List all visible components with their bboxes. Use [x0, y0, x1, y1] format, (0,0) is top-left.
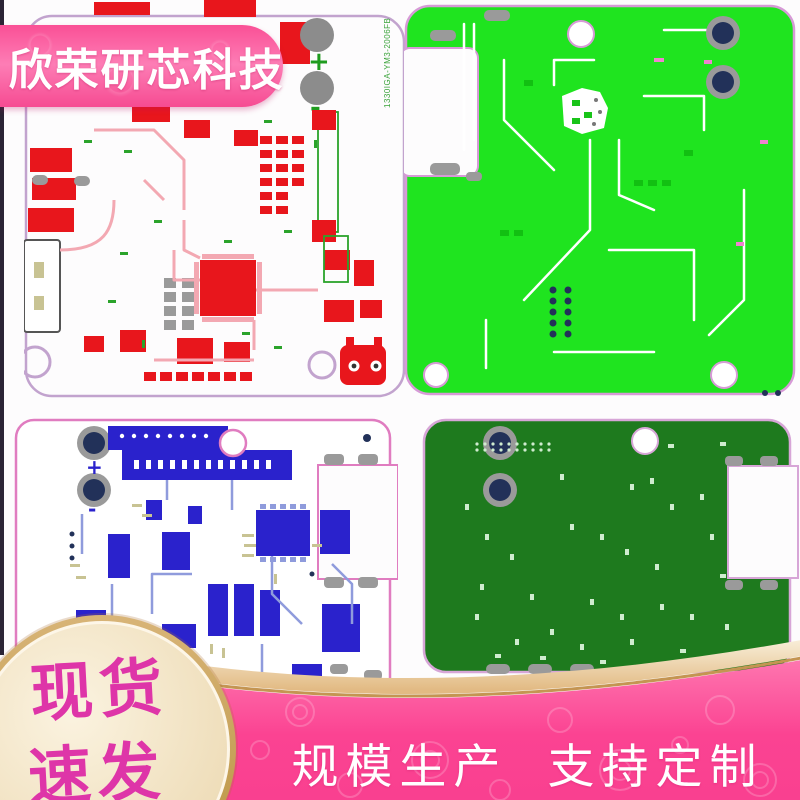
- stock-badge-line2: 速发: [26, 736, 169, 800]
- via-pair: [77, 426, 111, 507]
- pcb-red-top-layer-image: + -: [24, 0, 406, 398]
- polarity-minus-mark: -: [88, 497, 96, 521]
- brand-banner-text: 欣荣研芯科技: [8, 46, 285, 95]
- polarity-plus-mark: +: [86, 455, 103, 479]
- promo-banner-text: 规模生产 支持定制: [291, 740, 764, 793]
- board-label: 1330IGA-YM3-2006FB: [383, 18, 392, 108]
- pcb-blue-bottom-layer-image: + -: [14, 418, 398, 680]
- brand-banner: 欣荣研芯科技: [0, 25, 283, 107]
- left-edge-strip: [0, 0, 4, 655]
- via-pair: [706, 16, 740, 99]
- polarity-plus-mark: +: [308, 47, 330, 77]
- polarity-minus-mark: -: [310, 93, 321, 123]
- pcb-green-inner-layer-image: [404, 4, 796, 396]
- stock-badge-line1: 现货: [28, 652, 171, 730]
- stock-badge: [0, 613, 238, 800]
- pcb-darkgreen-plane-layer-image: [422, 418, 799, 674]
- buzzer-footprint: [340, 337, 386, 385]
